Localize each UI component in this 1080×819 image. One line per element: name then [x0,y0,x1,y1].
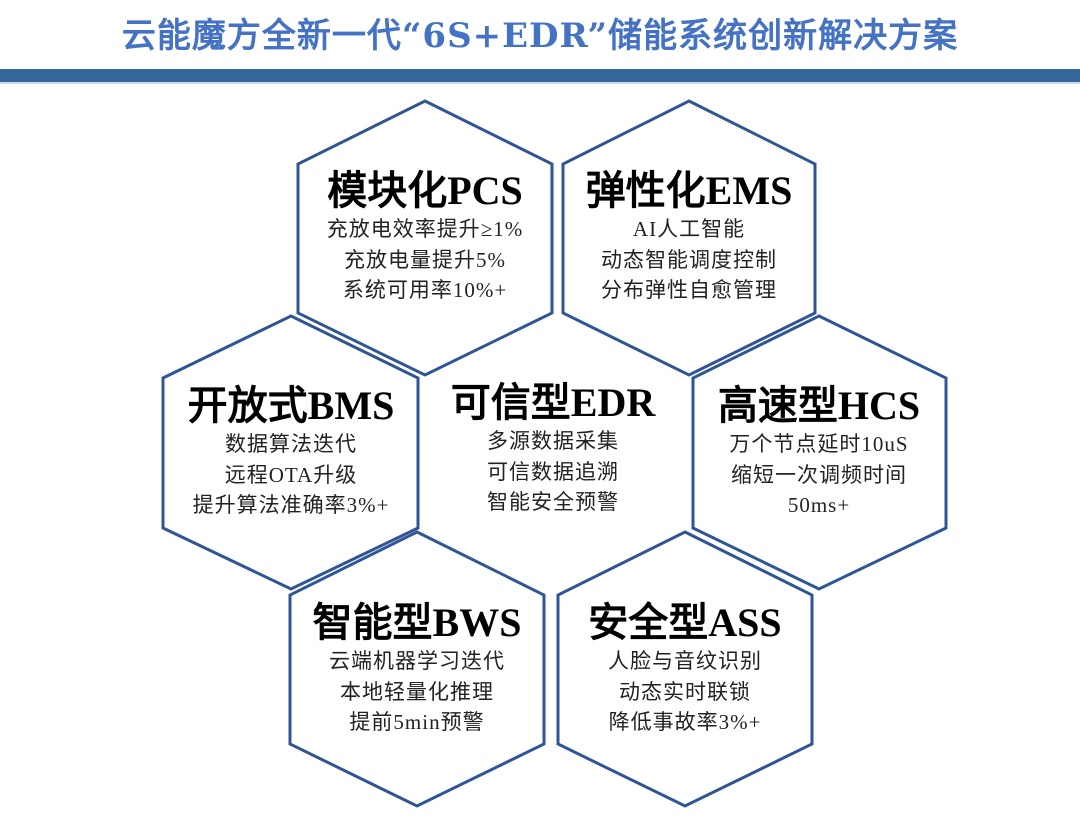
module-title: 模块化PCS [327,168,523,213]
module-line: 智能安全预警 [487,490,619,514]
module-line: 缩短一次调频时间 [731,462,907,487]
module-title: 安全型ASS [588,600,782,645]
hexagon-bws [288,530,546,808]
module-title: 可信型EDR [450,380,656,425]
module-line: 提升算法准确率3%+ [192,493,390,517]
module-line: 充放电效率提升≥1% [326,217,524,241]
module-line: 可信数据追溯 [487,459,619,484]
hexagon-hcs [691,314,948,591]
module-line: 动态实时联锁 [619,679,751,704]
module-ems: 弹性化EMS AI人工智能 动态智能调度控制 分布弹性自愈管理 [559,168,819,306]
module-line: 充放电量提升5% [344,247,506,272]
module-line: 降低事故率3%+ [608,710,762,734]
title-divider-shadow [0,82,1080,84]
module-hcs: 高速型HCS 万个节点延时10uS 缩短一次调频时间 50ms+ [689,383,949,521]
module-line: 万个节点延时10uS [729,432,909,456]
module-bms: 开放式BMS 数据算法迭代 远程OTA升级 提升算法准确率3%+ [161,383,421,521]
module-line: 云端机器学习迭代 [329,649,505,673]
module-title: 开放式BMS [187,383,395,428]
module-bws: 智能型BWS 云端机器学习迭代 本地轻量化推理 提前5min预警 [287,600,547,738]
module-line: 数据算法迭代 [225,432,357,456]
module-ass: 安全型ASS 人脸与音纹识别 动态实时联锁 降低事故率3%+ [555,600,815,738]
hexagon-ems [561,99,817,377]
module-line: 分布弹性自愈管理 [601,278,777,302]
hexagon-pcs [296,99,554,377]
module-title: 智能型BWS [312,600,522,645]
module-edr: 可信型EDR 多源数据采集 可信数据追溯 智能安全预警 [423,380,683,518]
module-line: 多源数据采集 [487,429,619,453]
title-divider-band [0,69,1080,82]
page-title: 云能魔方全新一代“6S+EDR”储能系统创新解决方案 [121,16,959,56]
module-line: AI人工智能 [632,217,746,241]
module-title: 高速型HCS [717,383,921,428]
module-pcs: 模块化PCS 充放电效率提升≥1% 充放电量提升5% 系统可用率10%+ [295,168,555,306]
module-line: 本地轻量化推理 [340,679,494,704]
hexagon-bms [161,314,420,591]
hexagon-ass [556,530,814,808]
module-line: 提前5min预警 [349,710,485,734]
module-line: 系统可用率10%+ [342,278,508,302]
module-line: 50ms+ [787,493,851,517]
module-line: 动态智能调度控制 [601,247,777,272]
module-line: 人脸与音纹识别 [608,649,762,673]
module-title: 弹性化EMS [585,168,793,213]
module-line: 远程OTA升级 [224,462,358,487]
